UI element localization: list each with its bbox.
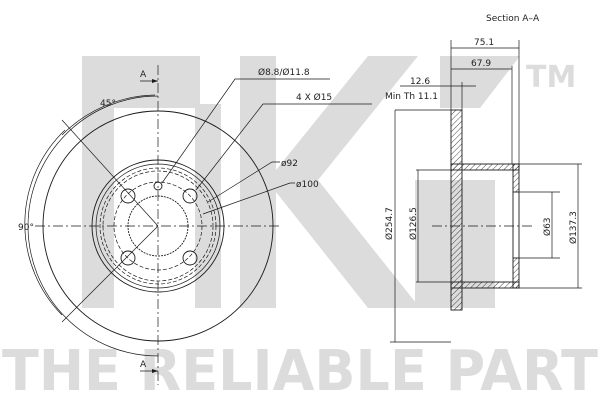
dim-thickness: 12.6	[410, 77, 430, 87]
section-marker-top: A	[140, 70, 147, 80]
section-marker-bottom: A	[140, 360, 147, 370]
section-title: Section A–A	[486, 14, 540, 24]
watermark-slogan: THE RELIABLE PART	[2, 339, 598, 400]
dim-min-thickness: Min Th 11.1	[385, 92, 438, 102]
front-view	[24, 65, 372, 385]
watermark-trademark: TM	[526, 60, 576, 95]
dim-outer-diameter: Ø254.7	[384, 207, 395, 240]
hole-diameter-label: Ø8.8/Ø11.8	[258, 67, 310, 78]
dim-center-bore: Ø63	[542, 217, 553, 236]
dim-overall-height: 75.1	[474, 38, 494, 48]
dim-hat-diameter: Ø137.3	[568, 211, 579, 244]
dim-inner-diameter: Ø126.5	[408, 207, 419, 240]
bolt-holes-label: 4 X Ø15	[296, 92, 332, 103]
pcd-100-label: ø100	[296, 180, 319, 190]
section-view	[390, 40, 582, 343]
angle-45-label: 45°	[100, 99, 116, 109]
dim-hat-height: 67.9	[471, 59, 491, 69]
pcd-92-label: ø92	[281, 159, 298, 169]
angle-90-label: 90°	[18, 223, 34, 233]
